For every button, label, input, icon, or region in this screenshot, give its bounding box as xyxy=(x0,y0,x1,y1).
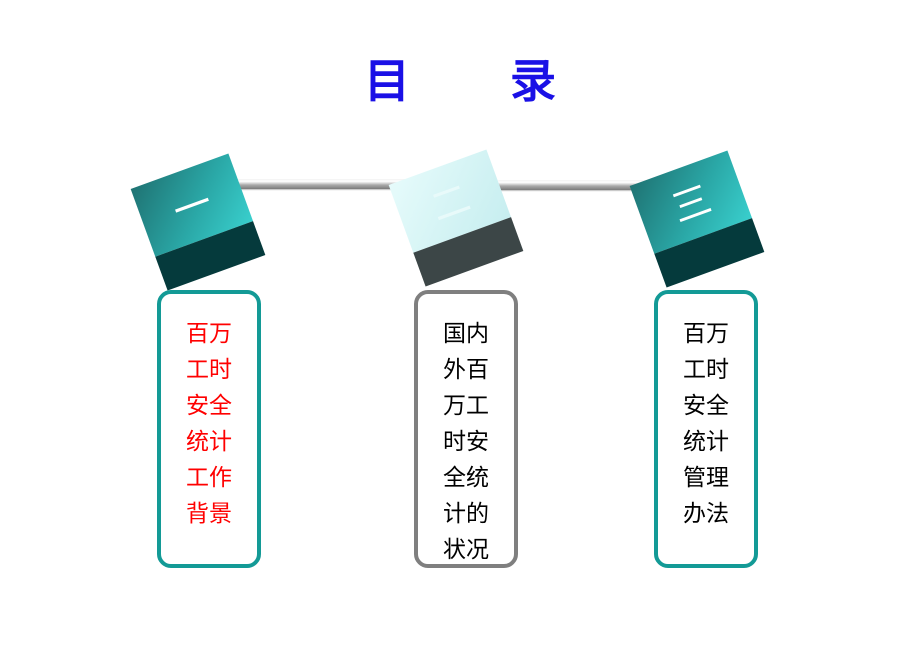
item-3-line: 统计 xyxy=(683,429,729,455)
item-2-line: 计的 xyxy=(443,501,489,527)
item-box-3-text: 百万 工时 安全 统计 管理 办法 xyxy=(658,316,754,532)
item-box-1-text: 百万 工时 安全 统计 工作 背景 xyxy=(161,316,257,532)
item-1-line: 统计 xyxy=(186,429,232,455)
connector-rod-left xyxy=(220,179,425,189)
item-box-2-text: 国内 外百 万工 时安 全统 计的 状况 xyxy=(418,316,514,568)
item-box-1[interactable]: 百万 工时 安全 统计 工作 背景 xyxy=(157,290,261,568)
item-1-line: 背景 xyxy=(186,501,232,527)
item-1-line: 工时 xyxy=(186,357,232,383)
item-3-line: 安全 xyxy=(683,393,729,419)
item-1-line: 工作 xyxy=(186,465,232,491)
item-2-line: 时安 xyxy=(443,429,489,455)
item-3-line: 百万 xyxy=(683,321,729,347)
item-3-line: 办法 xyxy=(683,501,729,527)
item-3-line: 工时 xyxy=(683,357,729,383)
item-box-3[interactable]: 百万 工时 安全 统计 管理 办法 xyxy=(654,290,758,568)
cube-3[interactable]: 三 xyxy=(629,150,765,288)
item-3-line: 管理 xyxy=(683,465,729,491)
item-2-line: 全统 xyxy=(443,465,489,491)
item-1-line: 安全 xyxy=(186,393,232,419)
item-2-line: 外百 xyxy=(443,357,489,383)
item-2-line: 国内 xyxy=(443,321,489,347)
item-box-2[interactable]: 国内 外百 万工 时安 全统 计的 状况 xyxy=(414,290,518,568)
cube-2[interactable]: 二 xyxy=(388,149,524,287)
cube-1[interactable]: 一 xyxy=(130,153,266,291)
item-2-line: 状况 xyxy=(443,537,489,563)
item-1-line: 百万 xyxy=(186,321,232,347)
item-2-line: 万工 xyxy=(443,393,489,419)
connector-rod-right xyxy=(495,180,665,190)
page-title: 目 录 xyxy=(363,54,598,108)
